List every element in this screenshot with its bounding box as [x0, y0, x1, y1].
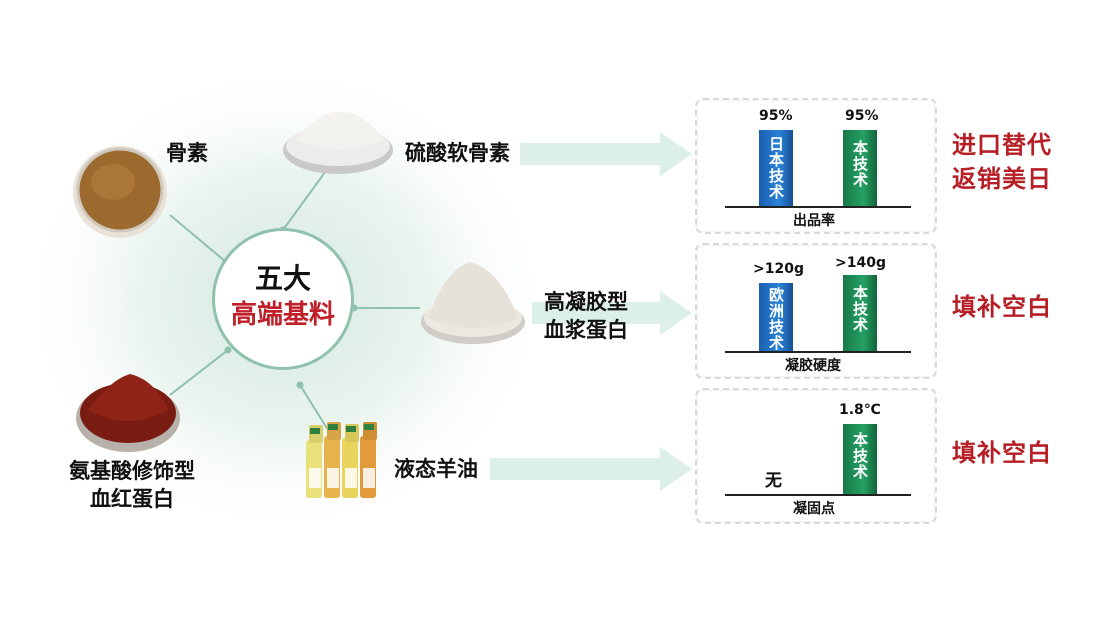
panel3-left-value: 无	[765, 471, 782, 491]
chondroitin-powder-image	[283, 111, 393, 174]
panel-gel-hardness: >120g >140g 欧洲技术 本技术 凝胶硬度	[695, 243, 937, 379]
panel1-left-bar-text: 日本技术	[767, 136, 785, 200]
connector-oil	[299, 384, 329, 431]
panel2-baseline	[725, 351, 911, 353]
arrow-plasma	[532, 291, 692, 335]
label-bone: 骨素	[166, 141, 208, 165]
result-panel2: 填补空白	[952, 293, 1052, 321]
label-plasma-line2: 血浆蛋白	[544, 318, 628, 342]
label-hemo-line2: 血红蛋白	[90, 487, 174, 511]
label-oil: 液态羊油	[394, 457, 478, 481]
panel3-right-bar: 本技术	[843, 424, 877, 496]
center-title-line2: 高端基料	[230, 300, 335, 330]
panel2-right-bar-text: 本技术	[851, 285, 869, 333]
hemoglobin-powder-image	[76, 374, 180, 452]
panel3-baseline	[725, 494, 911, 496]
connector-hemo	[169, 349, 229, 396]
panel2-right-value: >140g	[835, 255, 886, 271]
panel1-baseline	[725, 206, 911, 208]
result-panel1: 进口替代 返销美日	[952, 128, 1052, 196]
label-hemoglobin: 氨基酸修饰型 血红蛋白	[62, 457, 202, 513]
panel2-left-bar: 欧洲技术	[759, 283, 793, 351]
center-circle: 五大 高端基料	[212, 228, 354, 370]
sheep-oil-bottles-image	[306, 422, 377, 498]
panel1-left-bar: 日本技术	[759, 130, 793, 206]
result-panel1-line2: 返销美日	[952, 165, 1052, 193]
panel3-caption: 凝固点	[793, 501, 835, 517]
panel3-right-value: 1.8℃	[839, 402, 881, 418]
panel1-right-bar-text: 本技术	[851, 140, 869, 188]
panel2-right-bar: 本技术	[843, 275, 877, 351]
plasma-powder-image	[421, 262, 525, 344]
panel1-left-value: 95%	[759, 108, 793, 124]
connector-chondroitin	[282, 167, 329, 231]
panel1-right-value: 95%	[845, 108, 879, 124]
panel2-left-bar-text: 欧洲技术	[767, 287, 785, 351]
result-panel1-line1: 进口替代	[952, 131, 1052, 159]
connector-bone	[169, 214, 227, 263]
label-plasma: 高凝胶型 血浆蛋白	[536, 288, 636, 344]
label-hemo-line1: 氨基酸修饰型	[69, 459, 195, 483]
label-chondroitin: 硫酸软骨素	[405, 141, 510, 165]
label-plasma-line1: 高凝胶型	[544, 290, 628, 314]
arrow-oil	[490, 447, 692, 491]
panel2-left-value: >120g	[753, 261, 804, 277]
bone-powder-image	[73, 146, 167, 238]
panel1-right-bar: 本技术	[843, 130, 877, 206]
panel-freezing-point: 无 1.8℃ 本技术 凝固点	[695, 388, 937, 524]
panel1-caption: 出品率	[793, 213, 835, 229]
panel3-right-bar-text: 本技术	[851, 432, 869, 480]
result-panel3: 填补空白	[952, 439, 1052, 467]
arrow-chondroitin	[520, 132, 692, 176]
panel-yield: 95% 95% 日本技术 本技术 出品率	[695, 98, 937, 234]
panel2-caption: 凝胶硬度	[785, 358, 841, 374]
center-title-line1: 五大	[254, 262, 311, 295]
